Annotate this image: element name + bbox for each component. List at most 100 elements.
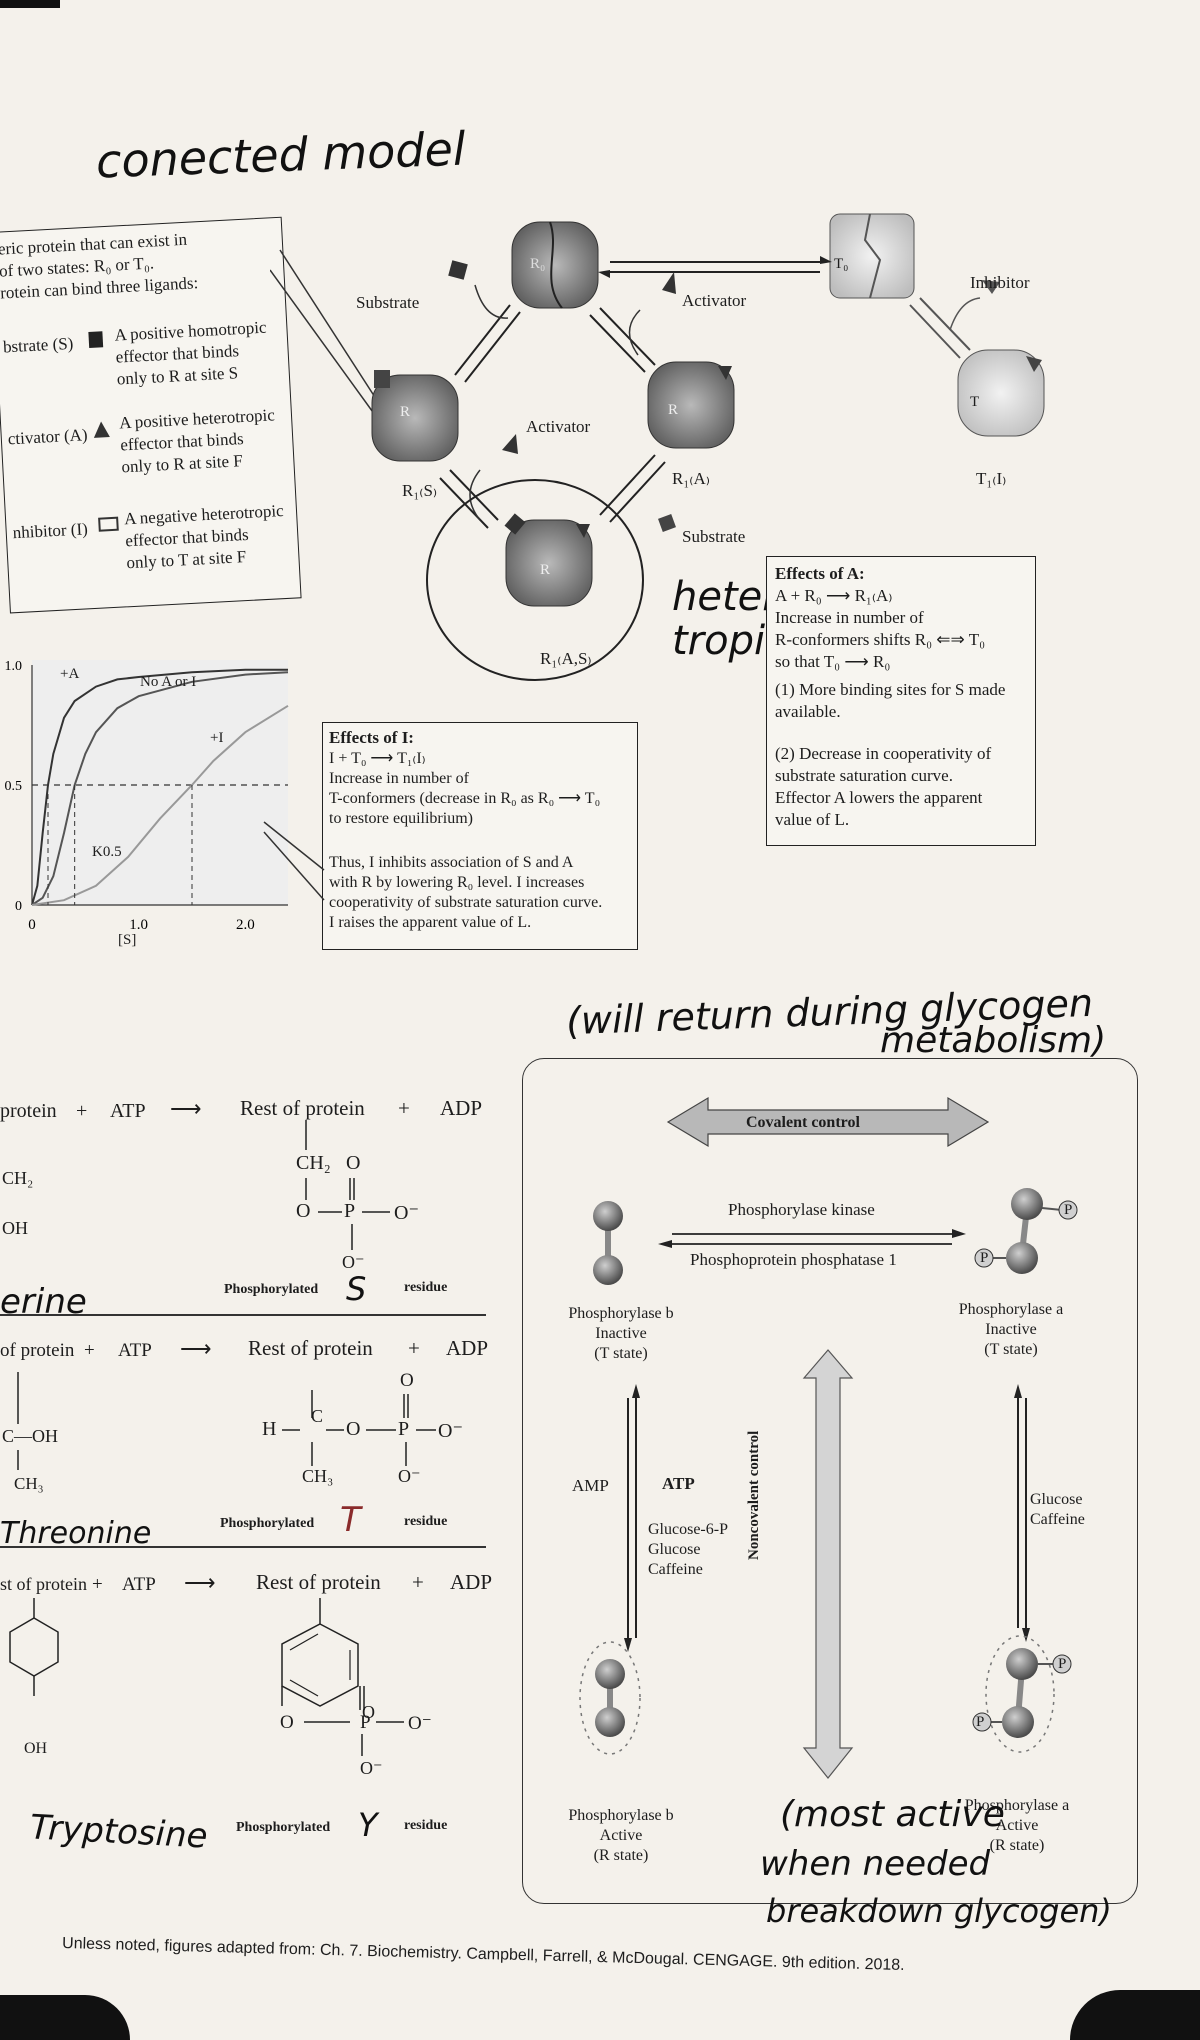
covalent-control-label: Covalent control (746, 1114, 860, 1131)
label-substrate-1: Substrate (356, 293, 420, 312)
tyrosine-plus-1: + (92, 1574, 103, 1595)
threonine-ch3: CH₃ (302, 1466, 334, 1486)
threonine-protein: of protein (0, 1340, 75, 1361)
serine-ch2: CH₂ (296, 1152, 331, 1174)
tyrosine-arrow: ⟶ (184, 1570, 216, 1595)
divider-1 (0, 1314, 486, 1316)
threonine-o-minus-right: O⁻ (438, 1420, 463, 1442)
effects-a-item-1: (1) More binding sites for S made availa… (775, 680, 1006, 721)
t1i-conformer (957, 349, 1045, 437)
label-t: T (970, 394, 980, 410)
p-tag-3: P (1058, 1656, 1067, 1672)
threonine-residue: residue (404, 1514, 448, 1529)
label-t1i: T₁₍I₎ (976, 469, 1007, 488)
p-tag-1: P (1064, 1202, 1073, 1218)
glycogen-diagram (579, 1096, 1078, 1779)
y-tick-label: 1.0 (5, 659, 23, 674)
tyrosine-o: O (280, 1712, 294, 1733)
phosphorylase-a-active: Phosphorylase a Active (R state) (964, 1797, 1070, 1854)
glycogen-phosphorylase-box (522, 1058, 1138, 1904)
threonine-c: C (311, 1406, 324, 1426)
handwritten-t: T (340, 1500, 361, 1540)
atp-label: ATP (662, 1474, 695, 1493)
label-substrate-2: Substrate (682, 527, 746, 546)
series-label-plus-a: +A (60, 666, 80, 682)
threonine-o-top: O (400, 1370, 414, 1391)
activator-desc: A positive heterotropic effector that bi… (118, 405, 276, 477)
activator-label: ctivator (A) (7, 425, 89, 449)
activator-icon (93, 421, 110, 438)
threonine-phosphorylated: Phosphorylated (220, 1516, 315, 1531)
handwritten-y: Y (358, 1806, 378, 1844)
serine-o: O (296, 1200, 311, 1222)
label-activator-2: Activator (526, 417, 591, 436)
threonine-ch3-left: CH₃ (14, 1474, 44, 1493)
y-tick-label: 0 (15, 899, 22, 914)
tyrosine-p: P (360, 1712, 371, 1733)
footer-citation: Unless noted, figures adapted from: Ch. … (61, 1934, 905, 1975)
y-tick-label: 0.5 (5, 779, 23, 794)
phosphorylase-b-inactive: Phosphorylase b Inactive (T state) (568, 1305, 674, 1362)
tyrosine-adp: ADP (450, 1570, 493, 1594)
substrate-label: bstrate (S) (2, 333, 74, 357)
series-line-0 (31, 668, 288, 906)
serine-rest: Rest of protein (240, 1096, 365, 1120)
inhibitor-icon (98, 516, 119, 532)
inhibitors-label: Glucose-6-P Glucose Caffeine (648, 1521, 728, 1578)
label-r1s: R₁₍S₎ (402, 481, 438, 500)
label-r-1: R (400, 404, 411, 420)
t0-conformer (829, 213, 915, 299)
label-activator-1: Activator (682, 291, 747, 310)
tyrosine-plus-2: + (412, 1570, 424, 1594)
threonine-adp: ADP (446, 1336, 489, 1360)
page-edge-bottom-left (0, 1995, 130, 2040)
series-label-plus-i: +I (210, 730, 224, 746)
serine-adp: ADP (440, 1096, 483, 1120)
label-r1a: R₁₍A₎ (672, 469, 710, 488)
r1s-conformer (371, 370, 459, 462)
phosphorylase-kinase-label: Phosphorylase kinase (728, 1200, 875, 1219)
tyrosine-oh: OH (24, 1740, 48, 1757)
serine-oh: OH (2, 1218, 28, 1238)
r1as-conformer (504, 513, 593, 607)
tyrosine-rest: Rest of protein (256, 1570, 381, 1594)
tyrosine-o-minus-right: O⁻ (408, 1713, 432, 1734)
x-tick-label: 1.0 (129, 917, 148, 933)
effects-a-title: Effects of A: (775, 564, 865, 583)
effects-i-body: I + T₀ ⟶ T₁₍I₎ Increase in number of T-c… (329, 750, 601, 827)
handwritten-when-needed: when needed (760, 1844, 991, 1884)
serine-p: P (344, 1200, 356, 1222)
serine-plus-2: + (398, 1096, 410, 1120)
tyrosine-residue: residue (404, 1818, 448, 1833)
threonine-o-minus-bottom: O⁻ (398, 1466, 421, 1486)
substrate-icon (88, 331, 104, 348)
substrate-desc: A positive homotropic effector that bind… (114, 317, 267, 389)
tyrosine-protein: st of protein (0, 1574, 87, 1594)
serine-phosphorylated: Phosphorylated (224, 1282, 319, 1297)
tyrosine-o-top: O (362, 1702, 375, 1722)
effects-i-pointer (263, 821, 325, 901)
tyrosine-o-minus-bottom: O⁻ (360, 1758, 383, 1778)
threonine-h: H (262, 1418, 277, 1440)
handwritten-tyrosine: Tryptosine (29, 1807, 209, 1857)
serine-bonds (305, 1120, 390, 1250)
serine-protein: protein (0, 1100, 57, 1122)
threonine-bonds (17, 1372, 436, 1470)
label-r-3: R (540, 562, 551, 578)
effects-i-title: Effects of I: (329, 728, 414, 747)
serine-o-minus-bottom: O⁻ (342, 1252, 365, 1272)
threonine-plus-2: + (408, 1336, 420, 1360)
threonine-rest: Rest of protein (248, 1336, 373, 1360)
phosphatase-label: Phosphoprotein phosphatase 1 (690, 1250, 897, 1269)
threonine-arrow: ⟶ (180, 1336, 212, 1361)
serine-o-top: O (346, 1152, 361, 1174)
amp-label: AMP (572, 1476, 609, 1495)
tyrosine-atp: ATP (122, 1574, 156, 1595)
handwritten-title: conected model (95, 121, 467, 189)
effects-a-item-2: (2) Decrease in cooperativity of substra… (775, 744, 992, 829)
p-tag-2: P (980, 1250, 989, 1266)
concerted-model-diagram (270, 213, 1045, 681)
effects-of-i-box: Effects of I: I + T₀ ⟶ T₁₍I₎ Increase in… (322, 722, 638, 950)
serine-arrow: ⟶ (170, 1096, 202, 1121)
